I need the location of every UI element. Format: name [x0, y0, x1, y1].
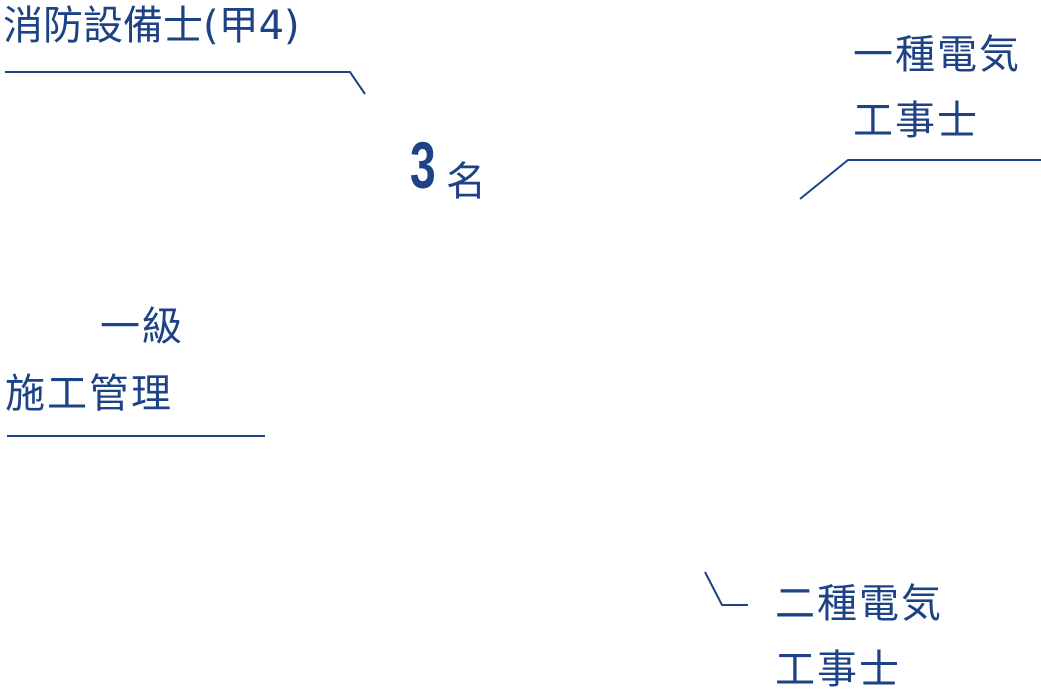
label-fire-equipment: 消防設備士(甲4)	[3, 3, 300, 49]
label-first-class-electrician-line1: 一種電気	[853, 32, 1021, 78]
label-construction-mgmt-line2: 施工管理	[5, 371, 173, 417]
leader-line-fire-equipment	[5, 71, 366, 95]
label-second-class-electrician-line2: 工事士	[775, 647, 901, 693]
label-construction-mgmt-line1: 一級	[100, 304, 184, 350]
count-value: 3	[410, 128, 436, 202]
leader-line-second-class-electrician	[704, 571, 748, 606]
leader-line-first-class-electrician	[799, 159, 1041, 200]
count-unit: 名	[446, 159, 486, 205]
label-first-class-electrician-line2: 工事士	[853, 98, 979, 144]
label-second-class-electrician-line1: 二種電気	[775, 581, 943, 627]
